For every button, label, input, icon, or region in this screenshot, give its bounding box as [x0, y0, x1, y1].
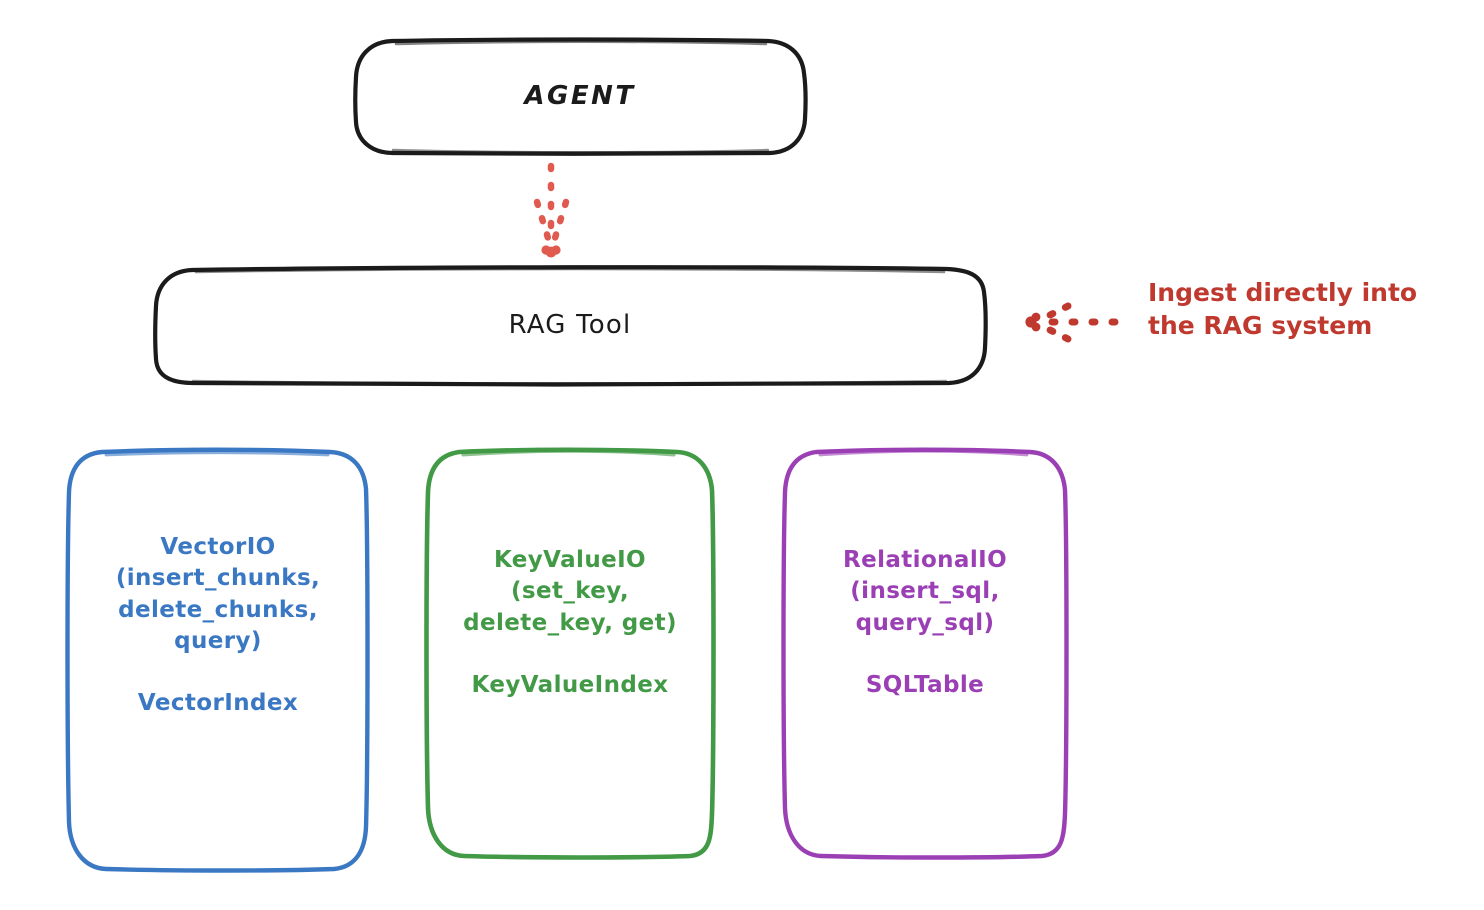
rag-tool-label: RAG Tool	[508, 310, 632, 341]
relationalio-node[interactable]: RelationalIO (insert_sql, query_sql) SQL…	[784, 450, 1066, 856]
agent-label: AGENT	[524, 81, 636, 112]
relationalio-box-outline	[781, 447, 1069, 860]
keyvalueio-label: KeyValueIO (set_key, delete_key, get) Ke…	[463, 547, 677, 699]
agent-to-rag-connector	[533, 162, 570, 258]
ingest-to-rag-connector	[1025, 302, 1132, 343]
rag-tool-node[interactable]: RAG Tool	[155, 268, 985, 384]
vectorio-node[interactable]: VectorIO (insert_chunks, delete_chunks, …	[70, 450, 366, 870]
agent-box-outline	[353, 37, 808, 156]
rag-tool-box-outline	[153, 265, 988, 387]
agent-node[interactable]: AGENT	[355, 40, 805, 154]
keyvalueio-box-outline	[424, 447, 716, 860]
relationalio-label: RelationalIO (insert_sql, query_sql) SQL…	[842, 547, 1008, 699]
vectorio-label: VectorIO (insert_chunks, delete_chunks, …	[115, 534, 321, 717]
keyvalueio-node[interactable]: KeyValueIO (set_key, delete_key, get) Ke…	[427, 450, 713, 856]
vectorio-box-outline	[65, 447, 370, 873]
ingest-annotation-text: Ingest directly into the RAG system	[1148, 278, 1418, 341]
